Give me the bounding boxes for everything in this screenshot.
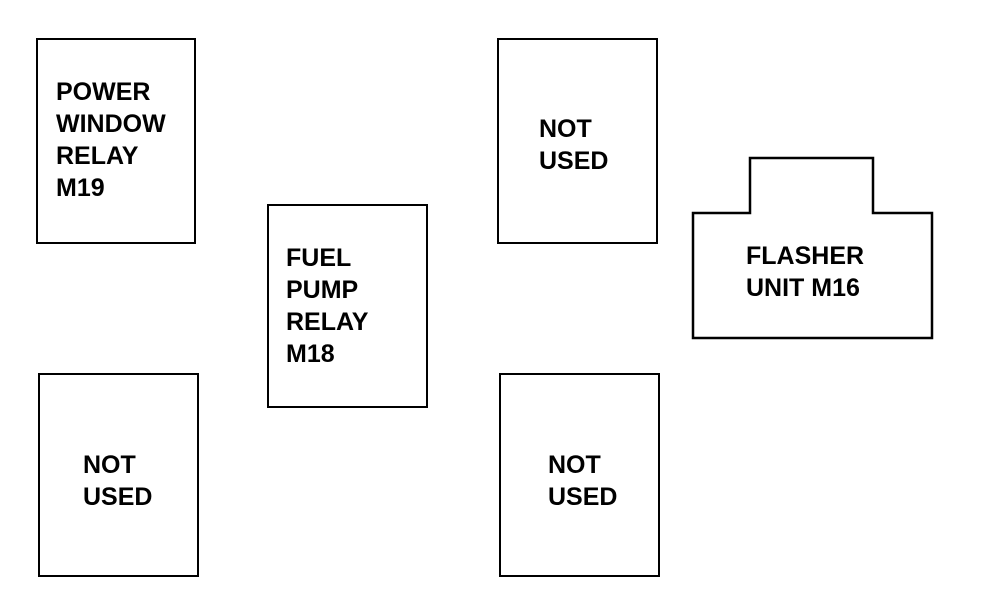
power-window-relay-label: POWER WINDOW RELAY M19: [56, 76, 166, 204]
label-line: NOT: [548, 451, 601, 479]
label-line: RELAY: [56, 142, 139, 170]
unused-slot-bottom-left: NOT USED: [38, 373, 199, 577]
label-line: FLASHER: [746, 242, 865, 270]
label-line: USED: [548, 483, 618, 511]
label-line: PUMP: [286, 276, 359, 304]
label-line: NOT: [83, 451, 136, 479]
label-line: POWER: [56, 78, 151, 106]
unused-slot-label: NOT USED: [548, 449, 617, 513]
label-line: USED: [539, 147, 609, 175]
unused-slot-label: NOT USED: [83, 449, 152, 513]
fuel-pump-relay-label: FUEL PUMP RELAY M18: [286, 242, 368, 370]
label-line: M19: [56, 174, 105, 202]
label-line: UNIT M16: [746, 274, 860, 302]
flasher-unit-label: FLASHER UNIT M16: [746, 240, 864, 304]
power-window-relay-box: POWER WINDOW RELAY M19: [36, 38, 196, 244]
label-line: NOT: [539, 115, 592, 143]
label-line: RELAY: [286, 308, 369, 336]
label-line: FUEL: [286, 244, 352, 272]
flasher-unit-shape: [691, 156, 934, 340]
unused-slot-label: NOT USED: [539, 113, 608, 177]
label-line: USED: [83, 483, 153, 511]
unused-slot-top-middle: NOT USED: [497, 38, 658, 244]
fuel-pump-relay-box: FUEL PUMP RELAY M18: [267, 204, 428, 408]
label-line: WINDOW: [56, 110, 166, 138]
unused-slot-bottom-middle: NOT USED: [499, 373, 660, 577]
label-line: M18: [286, 340, 335, 368]
flasher-unit-outline: [691, 156, 934, 340]
